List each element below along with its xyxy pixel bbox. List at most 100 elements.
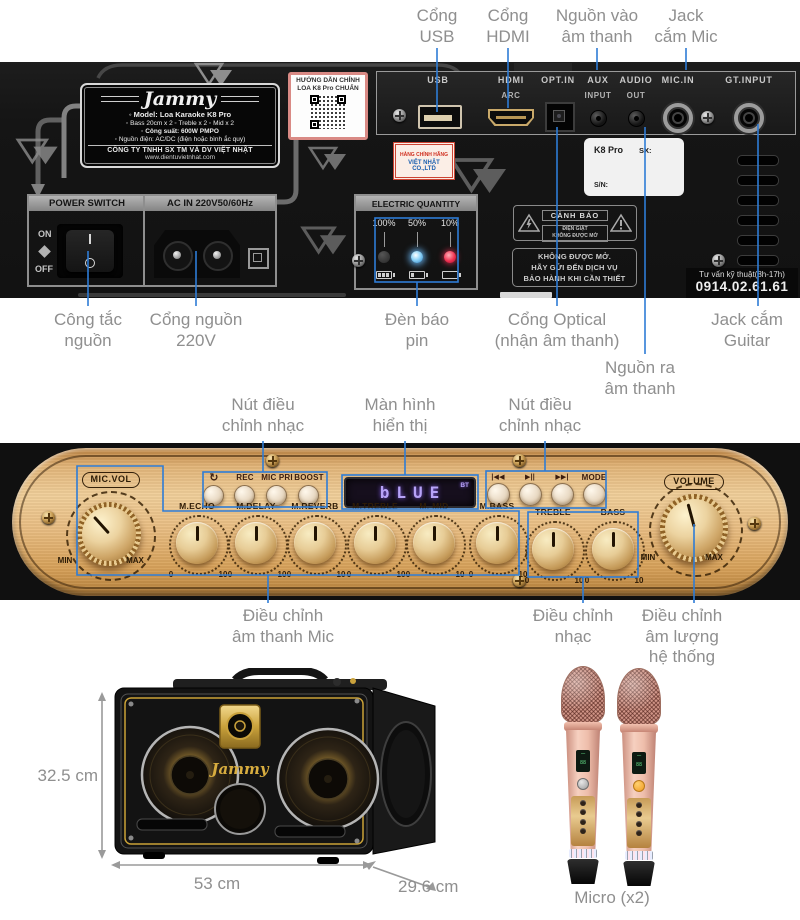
- callout-power-switch: Công tắc nguồn: [53, 310, 123, 350]
- hotline-number: 0914.02.61.61: [695, 279, 789, 294]
- mic-vol-min: MIN: [57, 556, 73, 565]
- mic-power-button: [633, 780, 645, 792]
- guitar-port-label: GT.INPUT: [725, 75, 773, 85]
- screw: [712, 254, 725, 267]
- play-pause-icon: ▶||: [525, 474, 535, 481]
- control-panel-photo: MIC.VOL MIN MAX ↻ REC MIC PRI BOOST bLUE…: [0, 443, 800, 600]
- bt-badge: BT: [460, 482, 469, 489]
- callout-battery-led: Đèn báo pin: [384, 310, 450, 350]
- callout-buttons-left: Nút điều chỉnh nhạc: [221, 395, 305, 435]
- power-rocker-switch: [57, 224, 123, 278]
- audio-port-label: AUDIO: [619, 75, 653, 85]
- led-100: [378, 251, 390, 263]
- level-50-label: 50%: [407, 218, 427, 228]
- depth-dimension: 29.6 cm: [398, 877, 459, 896]
- service-sticker: KHÔNG ĐƯỢC MỞ. HÃY GỬI ĐẾN DỊCH VỤ BẢO H…: [512, 248, 637, 287]
- volume-knob: [660, 494, 728, 562]
- callout-mic-adjust: Điều chỉnh âm thanh Mic: [231, 606, 335, 646]
- mic-base: [623, 861, 655, 886]
- mic-in-port-label: MIC.IN: [661, 75, 695, 85]
- dimension-arrows: [98, 692, 436, 891]
- usb-port: [418, 105, 462, 129]
- level-10-label: 10%: [440, 218, 460, 228]
- plate-drivers: ◦ Bass 20cm x 2 ◦ Treble x 2 ◦ Mid x 2: [125, 120, 235, 127]
- width-dimension: 53 cm: [193, 874, 241, 893]
- hdmi-port: [488, 109, 534, 126]
- guitar-input-jack: [734, 103, 764, 133]
- plate-website: www.dientuvietnhat.com: [144, 154, 216, 161]
- mic-display: ᠆᠆88: [576, 750, 590, 772]
- serial-model: K8 Pro: [594, 145, 624, 155]
- handle-curve: [96, 63, 464, 79]
- power-section: POWER SWITCH AC IN 220V50/60Hz ON OFF: [27, 194, 277, 287]
- aux-input-jack: [590, 110, 607, 127]
- callout-power-port: Cổng nguồn 220V: [149, 310, 243, 350]
- rear-panel-photo: Jammy ◦ Model: Loa Karaoke K8 Pro ◦ Bass…: [0, 62, 800, 298]
- electric-quantity-title: ELECTRIC QUANTITY: [371, 198, 461, 209]
- ac-in-title: AC IN 220V50/60Hz: [166, 198, 254, 209]
- callout-music-adjust: Điều chỉnh nhạc: [532, 606, 614, 646]
- plate-brand-logo: Jammy: [143, 88, 217, 110]
- ac-inlet: [154, 230, 240, 278]
- plate-rule-left: [100, 96, 139, 102]
- class2-icon: [248, 248, 269, 269]
- front-slot: [274, 825, 346, 838]
- hotline-sticker: Tư vấn kỹ thuật(8h-17h) 0914.02.61.61: [686, 268, 798, 298]
- qr-guide-sticker: HƯỚNG DẪN CHỈNH LOA K8 Pro CHUẨN: [288, 72, 368, 140]
- authentic-line2: VIỆT NHẬT CO.,LTD: [408, 160, 440, 172]
- io-ports-strip: USB HDMI OPT.IN AUX AUDIO MIC.IN GT.INPU…: [376, 71, 796, 135]
- mic-power-button: [577, 778, 589, 790]
- callout-guitar-jack: Jack cắm Guitar: [711, 310, 783, 350]
- carry-handle: [232, 668, 328, 683]
- screw: [352, 254, 365, 267]
- spec-plate: Jammy ◦ Model: Loa Karaoke K8 Pro ◦ Bass…: [80, 83, 280, 168]
- level-100-label: 100%: [372, 218, 396, 228]
- callout-audio-out: Nguồn ra âm thanh: [604, 358, 676, 398]
- rear-panel-decor: [16, 62, 572, 256]
- callout-volume-adjust: Điều chỉnh âm lượng hệ thống: [641, 606, 723, 667]
- plate-power: ◦ Công suất: 600W PMPO: [141, 128, 219, 135]
- callout-buttons-right: Nút điều chỉnh nhạc: [498, 395, 582, 435]
- micro-label: Micro (x2): [574, 888, 650, 907]
- lightning-triangle-icon: [518, 213, 540, 232]
- aux-port-label: AUX: [587, 75, 609, 85]
- led-10: [444, 251, 456, 263]
- authenticity-sticker: HÀNG CHÍNH HÃNG VIỆT NHẬT CO.,LTD: [393, 142, 455, 180]
- sticker-edge: [500, 292, 552, 298]
- mic-base: [567, 859, 599, 884]
- decor-arrows: [31, 99, 299, 209]
- qr-code: [310, 95, 346, 130]
- repeat-icon: ↻: [209, 472, 219, 484]
- screw: [701, 111, 714, 124]
- authentic-line1: HÀNG CHÍNH HÃNG: [399, 152, 449, 158]
- optical-port: [545, 102, 575, 132]
- screw: [748, 517, 761, 530]
- mic-control-plate: [571, 796, 595, 846]
- mic-display: ᠆᠆88: [632, 752, 646, 774]
- mic-grille: [617, 668, 661, 726]
- exclamation-triangle-icon: [609, 213, 632, 232]
- microphone-2: ᠆᠆88: [614, 668, 664, 886]
- audio-out-label: OUT: [626, 91, 646, 100]
- boost-button-label: BOOST: [294, 473, 324, 482]
- callout-optical: Cổng Optical (nhận âm thanh): [494, 310, 620, 350]
- battery-indicator-section: ELECTRIC QUANTITY 100% 50% 10%: [354, 194, 478, 290]
- callout-mic-jack: Jack cắm Mic: [654, 6, 718, 46]
- hdmi-port-label: HDMI: [497, 75, 525, 85]
- callout-hdmi: Cổng HDMI: [486, 6, 530, 46]
- battery-half-icon: [409, 271, 428, 279]
- faceplate-outline: [19, 455, 781, 589]
- off-label: OFF: [35, 264, 53, 274]
- battery-full-icon: [376, 271, 395, 279]
- serial-sticker: K8 Pro SX: S/N:: [584, 138, 684, 196]
- screw: [513, 454, 526, 467]
- callout-audio-in: Nguồn vào âm thanh: [555, 6, 639, 46]
- rec-button-label: REC: [236, 473, 254, 482]
- serial-sn: S/N:: [594, 182, 608, 189]
- mic-in-jack: [663, 103, 693, 133]
- volume-min: MIN: [640, 553, 656, 562]
- mic-grille: [561, 666, 605, 724]
- plate-rule-right: [221, 96, 260, 102]
